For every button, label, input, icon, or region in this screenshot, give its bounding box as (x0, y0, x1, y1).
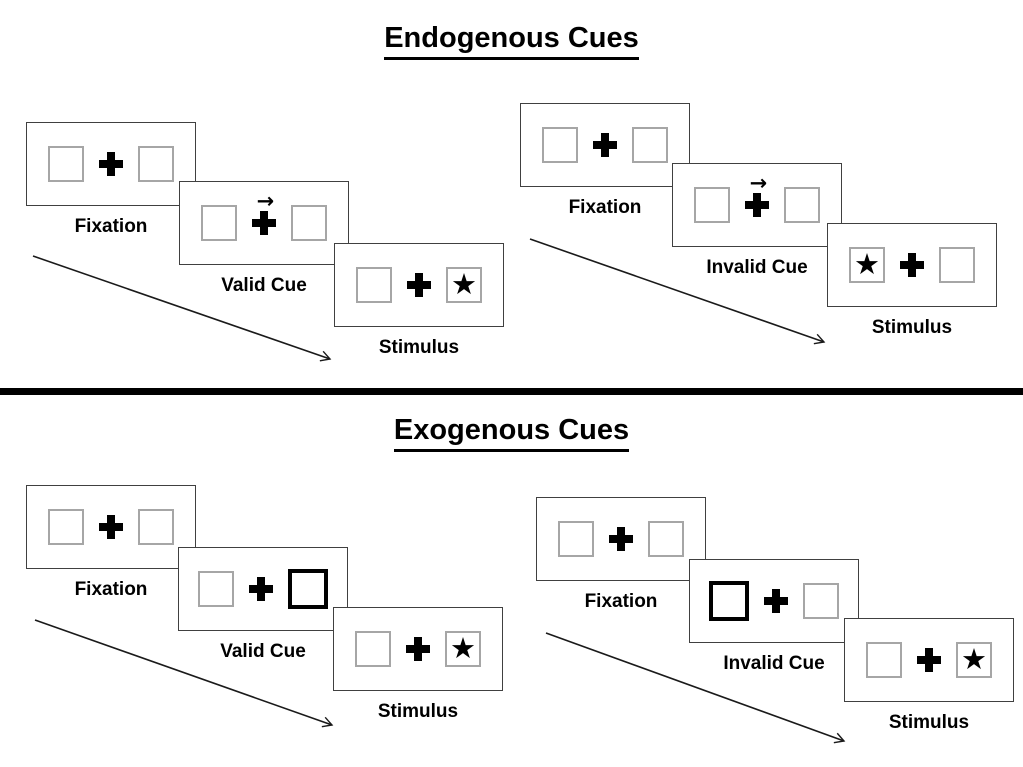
placeholder-square (558, 521, 594, 557)
star-icon: ★ (961, 641, 987, 676)
frame-exogenous-valid-cue: Valid Cue (178, 547, 348, 662)
placeholder-square (138, 509, 174, 545)
panel-label: Fixation (74, 216, 148, 237)
placeholder-square (648, 521, 684, 557)
panel-invalid-cue (689, 559, 859, 643)
frame-exogenous-invalid-fixation: Fixation (536, 497, 706, 612)
target-square: ★ (445, 631, 481, 667)
placeholder-square (48, 146, 84, 182)
panel-fixation (26, 122, 196, 206)
star-icon: ★ (451, 266, 477, 301)
panel-valid-cue (178, 547, 348, 631)
panel-label: Invalid Cue (706, 257, 808, 278)
cue-highlight-square (709, 581, 749, 621)
placeholder-square (632, 127, 668, 163)
frame-endogenous-valid-stimulus: ★ Stimulus (334, 243, 504, 358)
frame-endogenous-invalid-stimulus: ★ Stimulus (827, 223, 997, 338)
panel-invalid-cue: → (672, 163, 842, 247)
section-title-exogenous: Exogenous Cues (0, 414, 1023, 453)
placeholder-square (542, 127, 578, 163)
placeholder-square (694, 187, 730, 223)
placeholder-square (291, 205, 327, 241)
panel-label: Valid Cue (221, 275, 307, 296)
panel-label: Stimulus (377, 701, 459, 722)
panel-label: Fixation (584, 591, 658, 612)
panel-stimulus: ★ (827, 223, 997, 307)
panel-label: Stimulus (378, 337, 460, 358)
fixation-cross-icon (745, 193, 769, 217)
placeholder-square (138, 146, 174, 182)
panel-label: Fixation (568, 197, 642, 218)
panel-valid-cue: → (179, 181, 349, 265)
panel-fixation (536, 497, 706, 581)
placeholder-square (356, 267, 392, 303)
cue-arrow-right-icon: → (749, 171, 768, 195)
placeholder-square (355, 631, 391, 667)
section-divider (0, 388, 1023, 395)
panel-stimulus: ★ (333, 607, 503, 691)
frame-exogenous-valid-fixation: Fixation (26, 485, 196, 600)
star-icon: ★ (854, 246, 880, 281)
frame-endogenous-valid-fixation: Fixation (26, 122, 196, 237)
section-title-endogenous: Endogenous Cues (0, 22, 1023, 61)
fixation-cross-icon (99, 515, 123, 539)
section-title-exogenous-text: Exogenous Cues (393, 414, 630, 453)
cue-arrow-right-icon: → (256, 189, 275, 213)
frame-endogenous-invalid-fixation: Fixation (520, 103, 690, 218)
frame-endogenous-valid-cue: → Valid Cue (179, 181, 349, 296)
fixation-cross-icon (249, 577, 273, 601)
target-square: ★ (446, 267, 482, 303)
placeholder-square (866, 642, 902, 678)
fixation-cross-icon (406, 637, 430, 661)
frame-exogenous-valid-stimulus: ★ Stimulus (333, 607, 503, 722)
target-square: ★ (956, 642, 992, 678)
placeholder-square (201, 205, 237, 241)
panel-label: Fixation (74, 579, 148, 600)
cue-highlight-square (288, 569, 328, 609)
fixation-cross-icon (99, 152, 123, 176)
placeholder-square (803, 583, 839, 619)
target-square: ★ (849, 247, 885, 283)
section-title-endogenous-text: Endogenous Cues (384, 22, 639, 61)
placeholder-square (48, 509, 84, 545)
placeholder-square (784, 187, 820, 223)
panel-label: Stimulus (888, 712, 970, 733)
fixation-cross-icon (593, 133, 617, 157)
fixation-cross-icon (407, 273, 431, 297)
fixation-cross-icon (900, 253, 924, 277)
placeholder-square (939, 247, 975, 283)
panel-stimulus: ★ (844, 618, 1014, 702)
star-icon: ★ (450, 630, 476, 665)
panel-label: Invalid Cue (723, 653, 825, 674)
placeholder-square (198, 571, 234, 607)
frame-exogenous-invalid-stimulus: ★ Stimulus (844, 618, 1014, 733)
panel-label: Valid Cue (220, 641, 306, 662)
frame-endogenous-invalid-cue: → Invalid Cue (672, 163, 842, 278)
fixation-cross-icon (252, 211, 276, 235)
panel-fixation (26, 485, 196, 569)
fixation-cross-icon (764, 589, 788, 613)
fixation-cross-icon (917, 648, 941, 672)
panel-label: Stimulus (871, 317, 953, 338)
fixation-cross-icon (609, 527, 633, 551)
panel-fixation (520, 103, 690, 187)
panel-stimulus: ★ (334, 243, 504, 327)
frame-exogenous-invalid-cue: Invalid Cue (689, 559, 859, 674)
